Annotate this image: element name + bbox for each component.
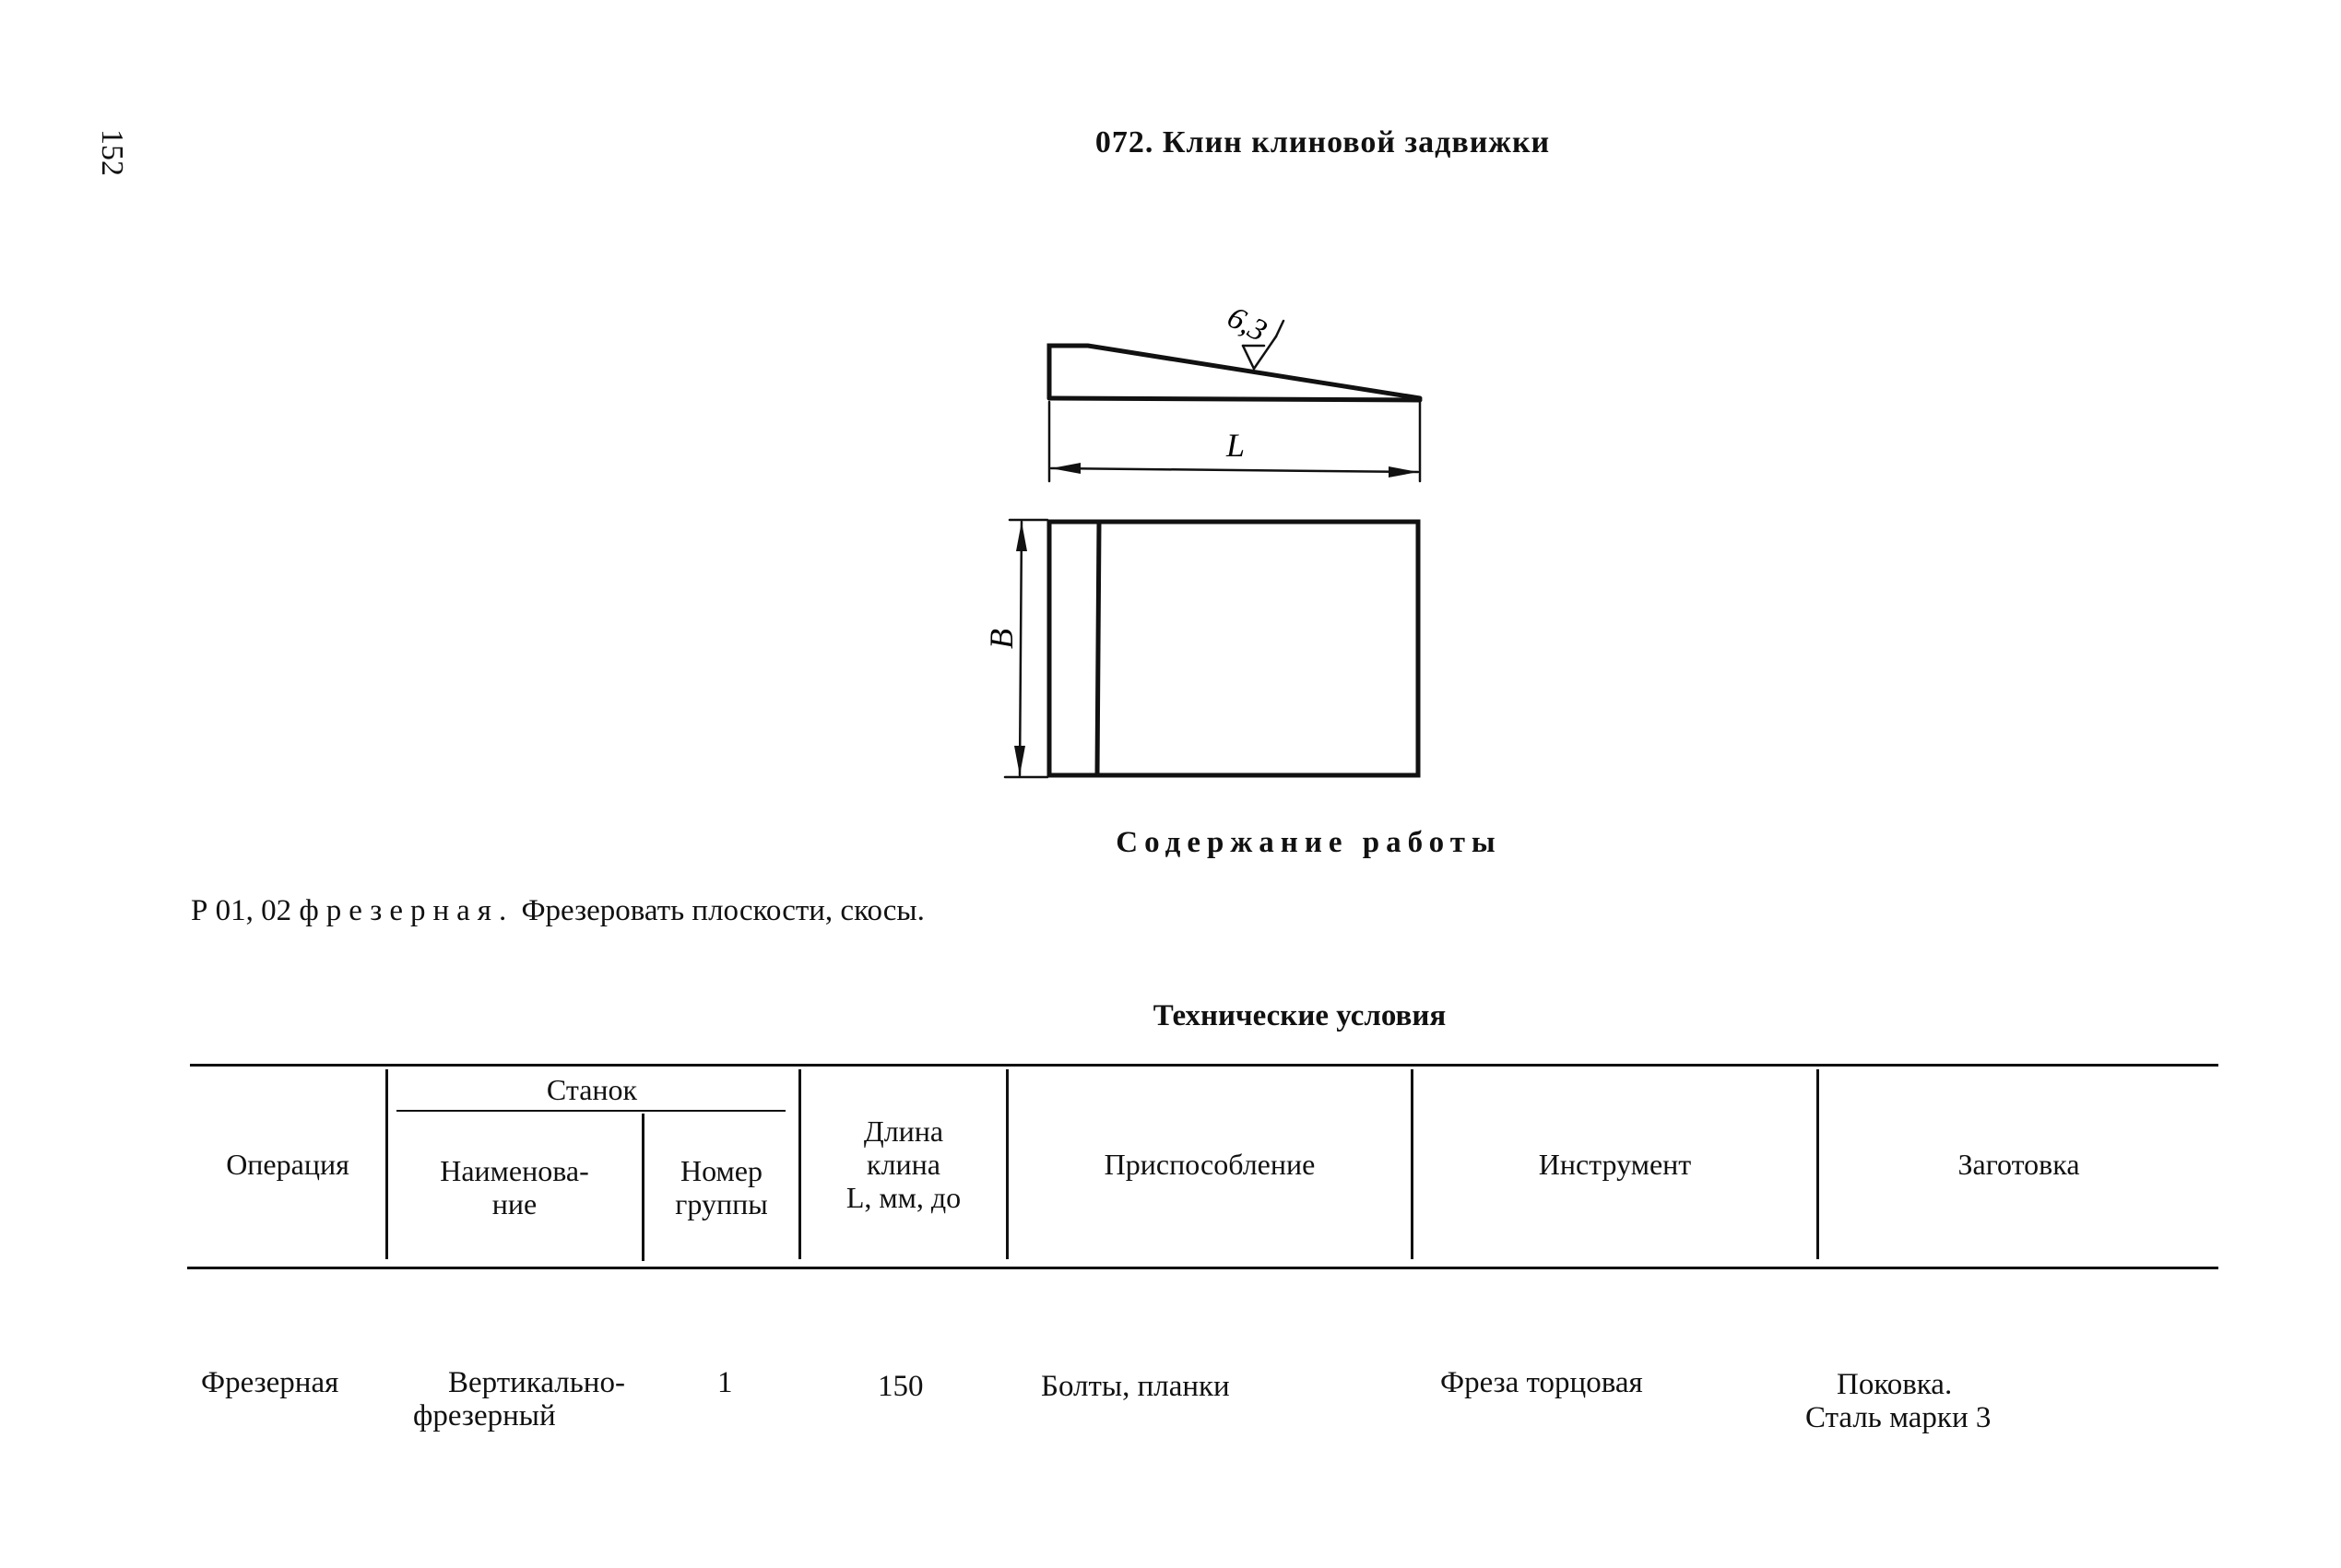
header-operation: Операция [226, 1148, 349, 1181]
header-blank: Заготовка [1957, 1148, 2080, 1181]
wedge-plan-view [1046, 519, 1421, 778]
row-wedge-length: 150 [878, 1370, 924, 1403]
wedge-drawing: 6,3 L B [983, 301, 1423, 779]
wedge-side-profile [1046, 343, 1423, 401]
row-blank: Поковка. Сталь марки 3 [1805, 1368, 1992, 1434]
operation-name: фрезерная. [299, 894, 514, 927]
wedge-plan-divider [1094, 519, 1102, 778]
col-divider-4 [1006, 1069, 1009, 1259]
col-divider-1 [385, 1069, 388, 1259]
length-label: L [1225, 427, 1245, 464]
col-divider-6 [1816, 1069, 1819, 1259]
page-title: 072. Клин клиновой задвижки [1094, 125, 1551, 159]
width-dimension-line [1018, 520, 1023, 777]
operation-code: Р 01, 02 [191, 894, 292, 927]
header-fixture: Приспособление [1104, 1148, 1316, 1181]
row-operation: Фрезерная [201, 1366, 339, 1399]
length-dimension-line [1049, 466, 1420, 474]
row-fixture: Болты, планки [1041, 1370, 1230, 1403]
table-header-bottom-rule [187, 1267, 2218, 1269]
header-machine-group: Станок [546, 1073, 638, 1106]
work-content-heading: Содержание работы [1116, 826, 1502, 859]
work-description: Р 01, 02 фрезерная. Фрезеровать плоскост… [191, 894, 925, 928]
machine-group-rule [396, 1110, 786, 1112]
row-machine-name: Вертикально- фрезерный [413, 1366, 625, 1432]
roughness-symbol [1241, 335, 1278, 371]
header-tool: Инструмент [1538, 1148, 1692, 1181]
col-divider-2 [642, 1114, 644, 1261]
operation-text: Фрезеровать плоскости, скосы. [521, 894, 925, 927]
header-machine-name: Наименова- ние [440, 1154, 589, 1220]
wedge-base-line [1046, 395, 1423, 403]
table-top-rule [190, 1064, 2218, 1067]
row-tool: Фреза торцовая [1440, 1366, 1643, 1399]
technical-conditions-heading: Технические условия [1153, 999, 1447, 1032]
col-divider-3 [798, 1069, 801, 1259]
header-group-number: Номер группы [675, 1154, 768, 1220]
width-label: B [983, 629, 1020, 649]
roughness-value: 6,3 [1222, 301, 1272, 349]
row-group-number: 1 [717, 1366, 733, 1399]
header-wedge-length: Длина клина L, мм, до [845, 1114, 962, 1214]
col-divider-5 [1411, 1069, 1413, 1259]
